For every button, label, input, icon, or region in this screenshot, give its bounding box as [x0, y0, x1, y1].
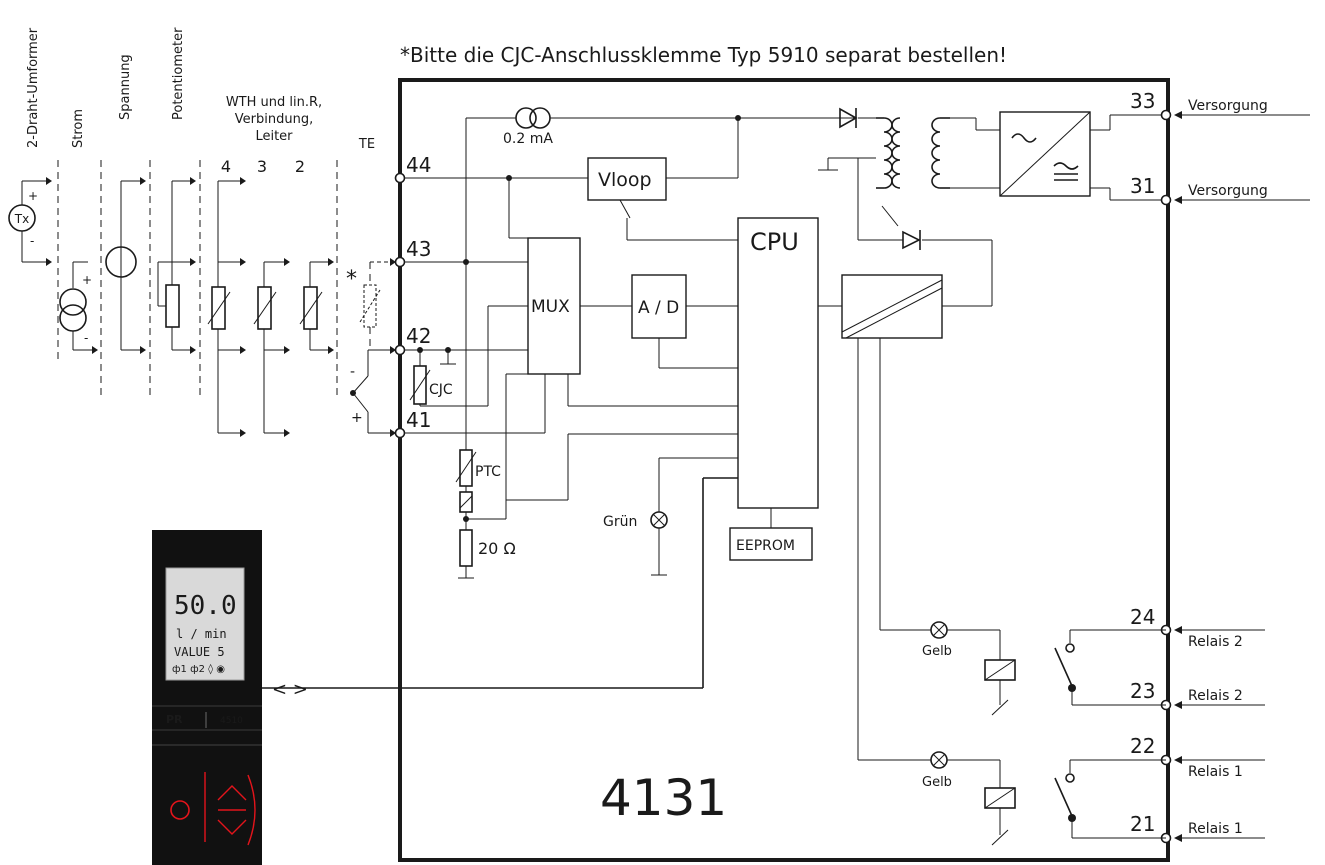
vloop-label: Vloop — [598, 169, 652, 191]
external-arrows — [1174, 111, 1310, 842]
label-wire-3: 3 — [257, 157, 267, 176]
ptc-label: PTC — [475, 464, 501, 480]
current-minus: - — [84, 331, 88, 345]
vloop-block — [587, 157, 667, 201]
current-source-label: 0.2 mA — [503, 131, 553, 147]
display-value: 50.0 — [174, 591, 237, 621]
adc-label: A / D — [638, 298, 679, 318]
display-unit: l / min — [176, 627, 227, 641]
cjc-order-note: *Bitte die CJC-Anschlussklemme Typ 5910 … — [400, 43, 1007, 67]
device-model-label: 4131 — [600, 769, 727, 827]
label-tc: TE — [358, 137, 375, 152]
mux-label: MUX — [531, 297, 570, 317]
current-input-symbol — [59, 261, 98, 354]
yellow-led-label-1: Gelb — [922, 644, 952, 659]
comm-arrows: < > — [272, 679, 308, 700]
eeprom-label: EEPROM — [736, 538, 795, 554]
transformer-symbol — [876, 117, 950, 189]
rtd-3wire-symbol — [253, 258, 290, 437]
isolator-block — [841, 274, 943, 339]
terminal-41: 41 — [406, 408, 431, 432]
tc-plus: + — [351, 410, 363, 426]
transmitter-symbol — [8, 177, 52, 266]
label-wire-4: 4 — [221, 157, 231, 176]
potentiometer-symbol — [157, 177, 196, 354]
display-model: 4510 — [220, 716, 243, 726]
thermocouple-symbol — [350, 258, 396, 437]
relay1-label-a: Relais 1 — [1188, 764, 1243, 780]
terminal-42: 42 — [406, 324, 431, 348]
brand-logo: PR — [166, 713, 183, 726]
green-led-label: Grün — [603, 514, 637, 530]
power-supply-block — [999, 111, 1091, 197]
adc-block — [631, 274, 687, 339]
terminal-43: 43 — [406, 237, 431, 261]
voltage-input-symbol — [105, 177, 146, 354]
terminal-33: 33 — [1130, 89, 1155, 113]
label-rtd-1: WTH und lin.R, — [226, 95, 322, 110]
tx-minus: - — [30, 234, 34, 248]
label-current: Strom — [71, 109, 86, 148]
rtd-2wire-symbol — [299, 258, 334, 354]
terminal-44: 44 — [406, 153, 431, 177]
terminal-22: 22 — [1130, 734, 1155, 758]
cjc-label: CJC — [429, 382, 453, 398]
relay-1-circuit — [858, 751, 1166, 846]
tc-minus: - — [350, 364, 355, 380]
label-wire-2: 2 — [295, 157, 305, 176]
terminal-23: 23 — [1130, 679, 1155, 703]
relay1-label-b: Relais 1 — [1188, 821, 1243, 837]
eeprom-block — [729, 527, 813, 561]
label-potentiometer: Potentiometer — [171, 27, 186, 120]
diode-top — [839, 107, 858, 129]
cpu-block — [737, 217, 819, 509]
mux-block — [527, 237, 581, 375]
terminal-24: 24 — [1130, 605, 1155, 629]
terminal-21: 21 — [1130, 812, 1155, 836]
cjc-star: * — [346, 267, 357, 292]
label-rtd-3: Leiter — [255, 129, 293, 144]
resistor-label: 20 Ω — [478, 539, 516, 558]
internal-wiring — [262, 114, 1164, 760]
label-voltage: Spannung — [118, 54, 133, 120]
relay2-label-a: Relais 2 — [1188, 634, 1243, 650]
yellow-led-label-2: Gelb — [922, 775, 952, 790]
relay2-label-b: Relais 2 — [1188, 688, 1243, 704]
supply-label-2: Versorgung — [1188, 183, 1268, 199]
cpu-label: CPU — [750, 228, 799, 256]
display-tag: VALUE 5 — [174, 645, 225, 659]
rtd-4wire-symbol — [207, 177, 246, 437]
label-rtd-2: Verbindung, — [235, 112, 313, 127]
input-separators — [57, 160, 338, 395]
current-source-symbol — [515, 107, 551, 129]
tx-plus: + — [28, 189, 38, 203]
current-plus: + — [82, 273, 92, 287]
display-status-row: ф1 ф2 ◊ ◉ — [172, 663, 225, 675]
tx-symbol-label: Tx — [14, 212, 29, 226]
terminal-31: 31 — [1130, 174, 1155, 198]
label-transmitter: 2-Draht-Umformer — [26, 27, 41, 148]
device-frame — [398, 78, 1170, 862]
diode-mid — [902, 230, 921, 250]
supply-label-1: Versorgung — [1188, 98, 1268, 114]
display-unit-4510 — [152, 530, 262, 865]
relay-2-circuit — [880, 621, 1166, 716]
